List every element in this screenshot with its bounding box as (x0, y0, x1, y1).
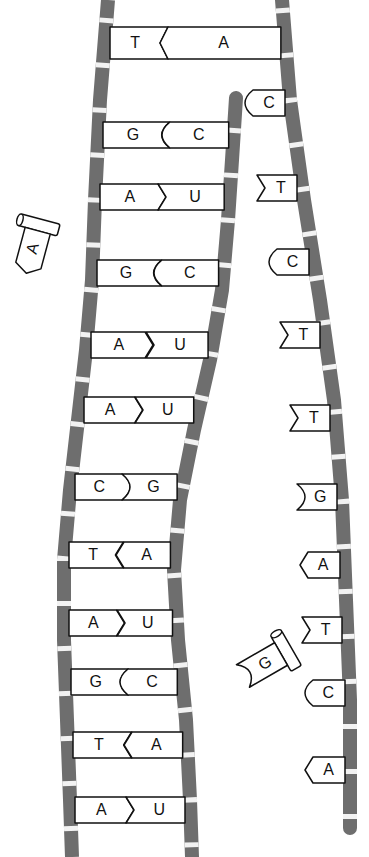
nucleotide-base: C (154, 260, 219, 286)
nucleotide-base: C (75, 474, 130, 500)
base-letter: C (120, 669, 177, 695)
base-letter: A (84, 397, 143, 423)
base-letter: G (122, 474, 177, 500)
nucleotide-base: A (305, 757, 345, 783)
base-letter: A (75, 797, 134, 823)
nucleotide-base: T (290, 405, 330, 431)
nucleotide-base: A (100, 184, 166, 210)
nucleotide-base: A (160, 27, 281, 59)
nucleotide-base: G (236, 643, 287, 688)
base-letter: G (297, 484, 337, 510)
nucleotide-base: T (302, 617, 342, 643)
base-letter: G (97, 260, 162, 286)
nucleotide-base: A (300, 552, 340, 578)
nucleotide-base: G (122, 474, 177, 500)
nucleotide-base: U (158, 184, 224, 210)
dna-coding-strand (282, 0, 350, 828)
nucleotide-base: A (75, 797, 134, 823)
base-letter: A (300, 552, 340, 578)
nucleotide-base: U (117, 610, 173, 636)
nucleotide-base: C (269, 249, 309, 275)
base-letter: T (257, 175, 297, 201)
nucleotide-base: T (257, 175, 297, 201)
nucleotide-base: U (146, 332, 208, 358)
nucleotide-base: G (297, 484, 337, 510)
base-letter: A (116, 542, 170, 568)
base-letter: U (146, 332, 208, 358)
base-letter: C (154, 260, 219, 286)
base-letter: C (305, 680, 345, 706)
base-letter: U (117, 610, 173, 636)
nucleotide-base: A (91, 332, 153, 358)
base-letter: C (162, 122, 229, 148)
base-letter: U (135, 397, 194, 423)
dna-template-strand (64, 0, 108, 857)
base-letter: A (100, 184, 166, 210)
nucleotide-base: T (73, 732, 132, 758)
base-letter: A (69, 610, 125, 636)
base-letter: T (302, 617, 342, 643)
base-letter: A (305, 757, 345, 783)
nucleotide-base: A (14, 227, 51, 276)
nucleotide-base: A (69, 610, 125, 636)
base-letter: A (160, 27, 281, 59)
nucleotide-base: U (126, 797, 185, 823)
base-letter: T (290, 405, 330, 431)
base-letter: C (269, 249, 309, 275)
nucleotide-base: A (124, 732, 183, 758)
base-letter: U (126, 797, 185, 823)
base-letter: C (245, 90, 285, 116)
nucleotide-base: C (305, 680, 345, 706)
base-letter: T (73, 732, 132, 758)
base-letter: U (158, 184, 224, 210)
nucleotide-base: C (162, 122, 229, 148)
nucleotide-base: C (245, 90, 285, 116)
base-letter: T (280, 322, 320, 348)
nucleotide-base: G (97, 260, 162, 286)
nucleotide-base: C (120, 669, 177, 695)
base-letter: G (103, 122, 170, 148)
nucleotide-base: G (103, 122, 170, 148)
base-letter: A (14, 227, 51, 276)
base-letter: C (75, 474, 130, 500)
nucleotide-base: A (116, 542, 170, 568)
nucleotide-base: U (135, 397, 194, 423)
base-letter: A (91, 332, 153, 358)
nucleotide-base: A (84, 397, 143, 423)
nucleotide-base: T (280, 322, 320, 348)
rna-strand (174, 98, 236, 857)
base-letter: A (124, 732, 183, 758)
